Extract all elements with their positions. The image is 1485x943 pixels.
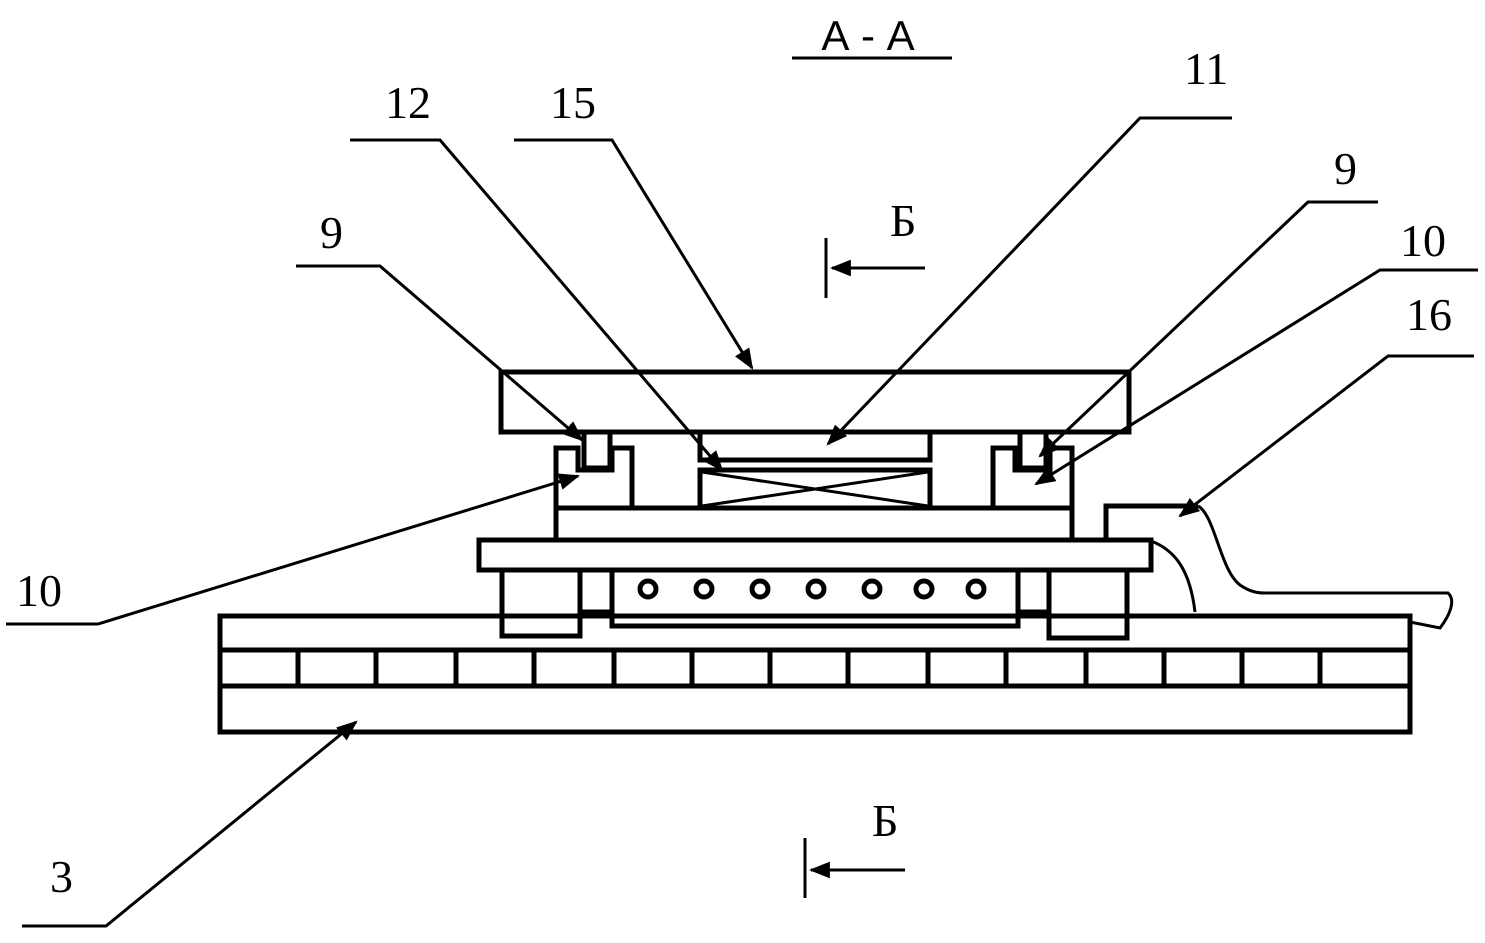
section-title: А - А — [821, 12, 914, 59]
upper-block — [697, 429, 933, 463]
middle-plate — [476, 537, 1154, 573]
leader-lines — [6, 116, 1478, 928]
cable-inner — [1150, 539, 1197, 613]
section-mark-top-label: Б — [890, 195, 916, 246]
callout-3: 3 — [50, 851, 73, 902]
callout-12: 12 — [385, 77, 431, 128]
cable-outer — [1197, 504, 1454, 630]
slider-left — [581, 429, 613, 471]
leader-9-left — [296, 264, 584, 442]
callout-15: 15 — [550, 77, 596, 128]
callout-10-left: 10 — [16, 565, 62, 616]
leader-15 — [514, 138, 754, 370]
leader-16 — [1178, 354, 1474, 518]
section-mark-bottom: Б — [803, 795, 905, 898]
section-mark-bottom-label: Б — [872, 795, 898, 846]
leader-10-right — [1034, 268, 1478, 486]
leader-12 — [350, 138, 724, 472]
carriage — [553, 505, 1075, 543]
cross-line-b — [701, 470, 929, 508]
callout-11: 11 — [1184, 43, 1228, 94]
coil-block — [609, 567, 1021, 629]
guide-right — [990, 445, 1075, 508]
leader-10-left — [6, 473, 581, 626]
coil-windings — [637, 578, 987, 600]
leader-9-right — [1038, 200, 1378, 458]
callout-9-left: 9 — [320, 207, 343, 258]
callout-9-right: 9 — [1334, 143, 1357, 194]
section-mark-top: Б — [824, 195, 925, 298]
connector-16 — [1103, 503, 1198, 540]
callout-16: 16 — [1406, 289, 1452, 340]
top-plate — [498, 369, 1132, 435]
leader-3 — [22, 720, 358, 928]
leader-11 — [826, 116, 1232, 446]
base-slots — [295, 650, 1323, 686]
slider-right — [1017, 429, 1049, 471]
support-right — [1046, 567, 1130, 641]
base — [217, 613, 1413, 735]
support-left — [499, 567, 583, 639]
callout-10-right: 10 — [1400, 215, 1446, 266]
